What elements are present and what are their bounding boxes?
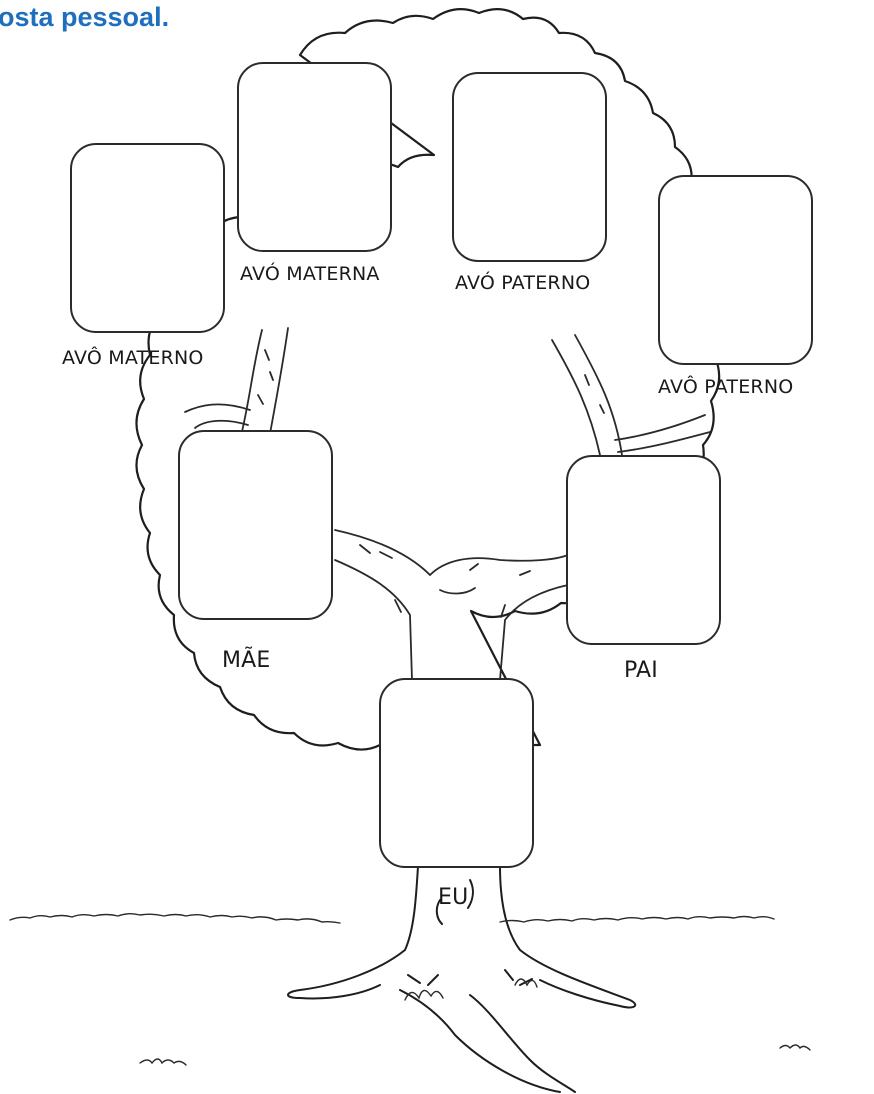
photo-frame-pai[interactable] (566, 455, 721, 645)
photo-frame-avo-paterno-right[interactable] (658, 175, 813, 365)
grass (9, 913, 811, 1066)
photo-frame-eu[interactable] (379, 678, 534, 868)
label-pai: PAI (624, 658, 658, 683)
label-avo-materna: AVÓ MATERNA (240, 263, 380, 285)
photo-frame-avo-paterno-left[interactable] (452, 72, 607, 262)
photo-frame-avo-materna[interactable] (237, 62, 392, 252)
label-eu: EU (438, 885, 469, 910)
tree-branches (184, 327, 711, 681)
photo-frame-avo-materno[interactable] (70, 143, 225, 333)
header-text: osta pessoal. (0, 2, 170, 32)
label-avo-paterno-right: AVÔ PATERNO (658, 376, 794, 398)
label-mae: MÃE (222, 648, 271, 673)
photo-frame-mae[interactable] (178, 430, 333, 620)
label-avo-materno: AVÔ MATERNO (62, 347, 204, 369)
tree-trunk-roots (287, 865, 637, 1093)
label-avo-paterno-left: AVÓ PATERNO (455, 272, 591, 294)
